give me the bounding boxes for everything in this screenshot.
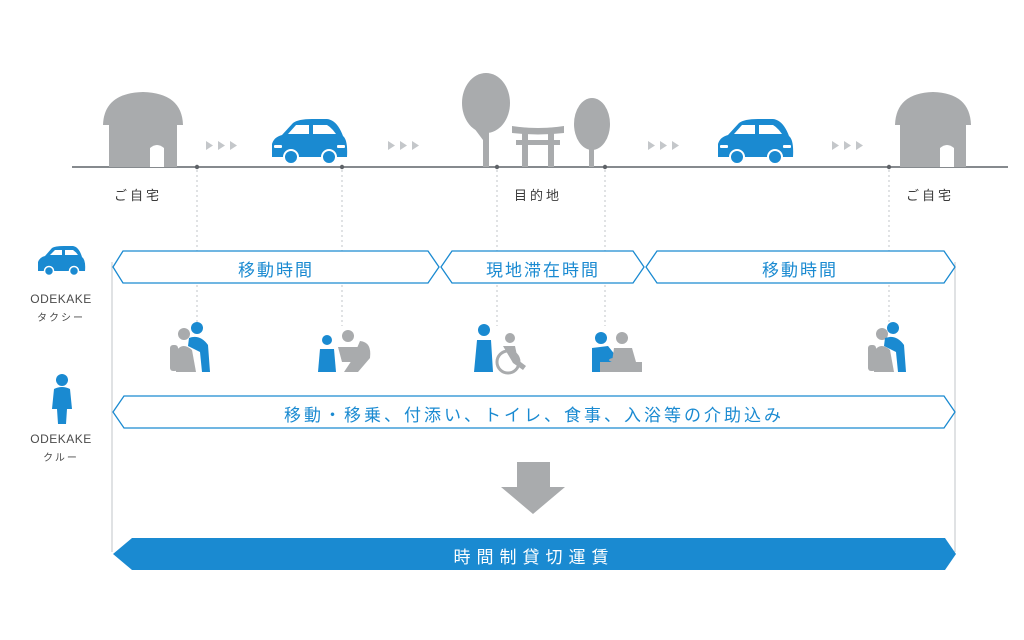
arrow-chevrons-icon — [388, 141, 419, 150]
car-icon — [718, 119, 794, 165]
timeline-markers — [194, 164, 892, 170]
arrow-chevrons-icon — [648, 141, 679, 150]
segment-band-travel-2 — [645, 250, 956, 284]
segment-band-stay — [440, 250, 645, 284]
location-label-home-end: ご自宅 — [906, 189, 955, 204]
location-label-destination: 目的地 — [514, 189, 563, 204]
segment-label-travel-1: 移動時間 — [238, 261, 314, 281]
brand-taxi-sub: タクシー — [37, 313, 85, 324]
arrow-chevrons-icon — [206, 141, 237, 150]
brand-taxi-name: ODEKAKE — [30, 292, 92, 306]
car-icon — [272, 119, 348, 165]
dotted-guide-lines — [196, 170, 890, 326]
brand-crew-sub: クルー — [43, 453, 79, 464]
care-band — [112, 395, 956, 429]
assist-toilet-icon — [318, 330, 371, 372]
assist-wheelchair-icon — [474, 324, 526, 375]
brand-crew: ODEKAKE クルー — [16, 432, 106, 464]
torii-gate-icon — [512, 126, 564, 167]
assist-meal-icon — [592, 332, 642, 372]
person-icon — [52, 374, 72, 424]
brand-taxi: ODEKAKE タクシー — [16, 292, 106, 324]
arrow-chevrons-icon — [832, 141, 863, 150]
brand-crew-name: ODEKAKE — [30, 432, 92, 446]
house-icon — [103, 92, 183, 167]
assist-seating-icon — [868, 322, 906, 372]
location-label-home-start: ご自宅 — [114, 189, 163, 204]
care-band-label: 移動・移乗、付添い、トイレ、食事、入浴等の介助込み — [284, 406, 784, 426]
segment-label-stay: 現地滞在時間 — [486, 261, 600, 281]
tree-icon — [574, 98, 610, 167]
segment-label-travel-2: 移動時間 — [762, 261, 838, 281]
down-arrow-icon — [501, 462, 565, 514]
house-icon — [895, 92, 971, 167]
assist-seating-icon — [170, 322, 210, 372]
fare-band — [113, 538, 956, 570]
tree-icon — [462, 73, 510, 167]
car-icon — [38, 246, 86, 277]
fare-band-label: 時間制貸切運賃 — [453, 548, 615, 568]
segment-band-travel-1 — [112, 250, 440, 284]
